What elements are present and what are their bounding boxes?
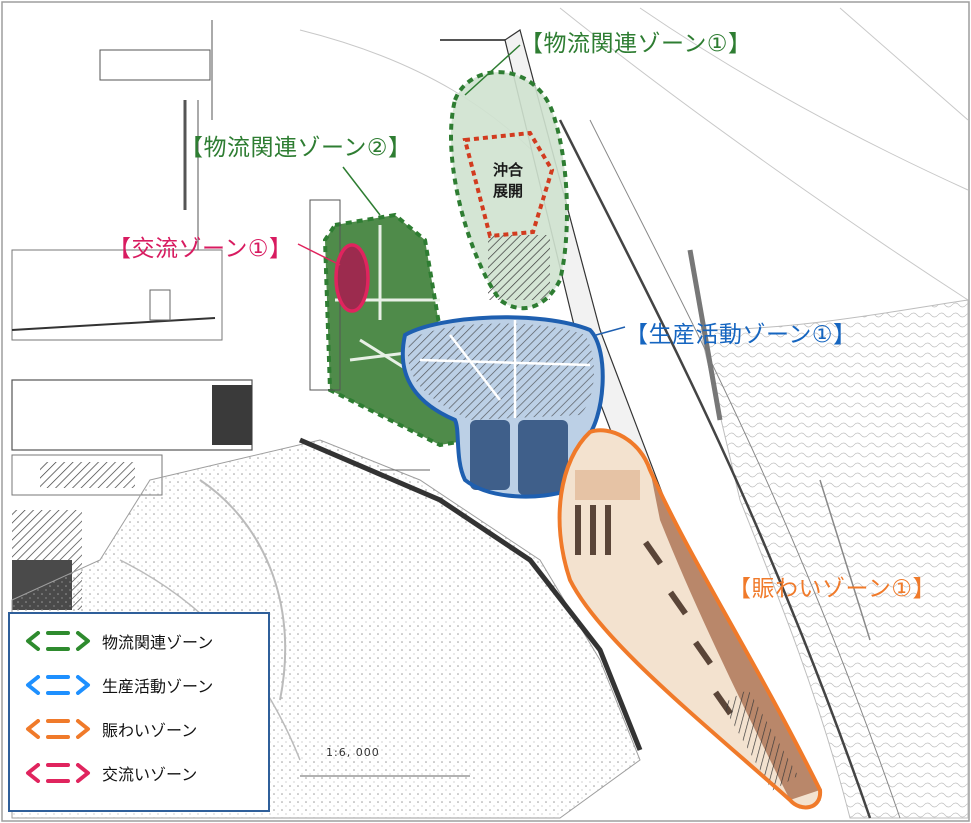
leader-logistics-1 — [464, 44, 521, 96]
exchange-zone-1-area — [297, 243, 370, 313]
east-terrain — [558, 119, 969, 819]
logistics-zone-2-text: 【物流関連ゾーン②】 — [180, 135, 412, 161]
legend-item-bustle: 賑わいゾーン — [24, 716, 197, 742]
map-legend: 物流関連ゾーン 生産活動ゾーン 賑わいゾーン 交流いゾーン — [8, 612, 270, 812]
production-zone-1-label: 【生産活動ゾーン①】 — [625, 315, 856, 349]
west-district — [11, 249, 253, 610]
legend-label: 生産活動ゾーン — [102, 677, 214, 696]
legend-item-exchange: 交流いゾーン — [24, 760, 197, 786]
logistics-zone-1-label: 【物流関連ゾーン①】 — [520, 24, 751, 58]
legend-item-production: 生産活動ゾーン — [24, 672, 213, 698]
bustle-zone-1-text: 【賑わいゾーン①】 — [728, 576, 936, 602]
legend-label: 物流関連ゾーン — [102, 633, 214, 652]
production-zone-1-text: 【生産活動ゾーン①】 — [625, 322, 857, 348]
legend-dashed-loop-icon — [26, 763, 90, 783]
map-annotations — [149, 289, 470, 777]
exchange-zone-1-text: 【交流ゾーン①】 — [108, 236, 293, 262]
logistics-zone-1-area — [449, 44, 569, 311]
offshore-development-label: 沖合 展開 — [488, 160, 528, 202]
scale-label: 1:6, 000 — [326, 746, 380, 759]
leader-logistics-2 — [342, 166, 381, 216]
logistics-zone-2-label: 【物流関連ゾーン②】 — [180, 128, 411, 162]
legend-dashed-loop-icon — [26, 675, 90, 695]
exchange-zone-1-label: 【交流ゾーン①】 — [108, 229, 292, 263]
legend-dashed-loop-icon — [26, 631, 90, 651]
offshore-development-outline — [462, 130, 555, 239]
production-zone-1-area — [400, 315, 626, 499]
bustle-zone-1-label: 【賑わいゾーン①】 — [728, 569, 936, 603]
legend-item-logistics: 物流関連ゾーン — [24, 628, 213, 654]
offshore-label-line-1: 沖合 — [492, 161, 523, 179]
legend-dashed-loop-icon — [26, 719, 90, 739]
logistics-zone-1-text: 【物流関連ゾーン①】 — [520, 31, 752, 57]
legend-label: 交流いゾーン — [102, 765, 198, 784]
offshore-label-line-2: 展開 — [492, 182, 523, 200]
legend-label: 賑わいゾーン — [102, 721, 198, 740]
sea-contours — [299, 7, 969, 301]
bustle-zone-1-area — [557, 428, 823, 810]
